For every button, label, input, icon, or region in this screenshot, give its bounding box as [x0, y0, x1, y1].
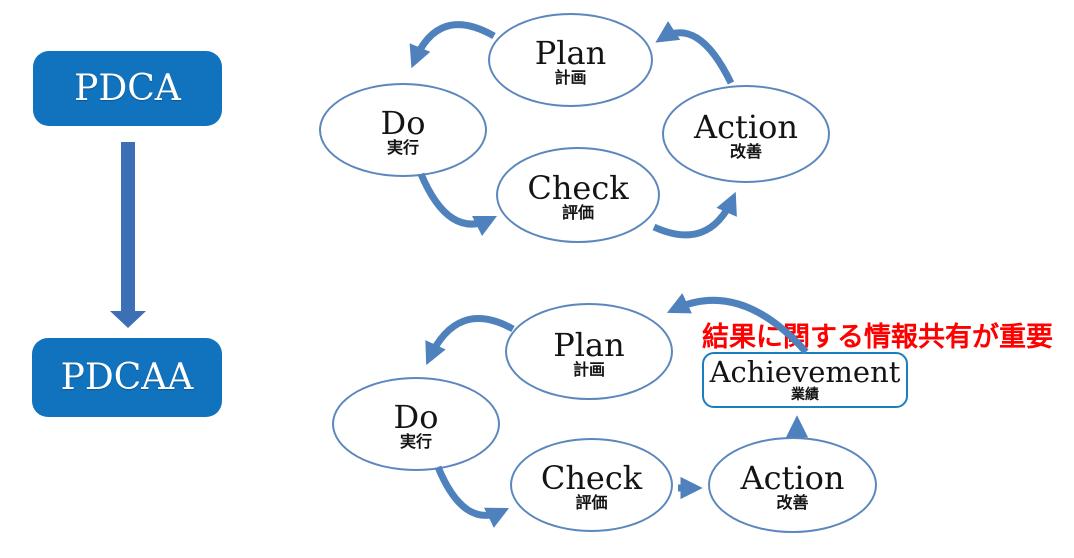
pdca-to-pdcaa-arrow — [110, 142, 146, 328]
pdcaa-check-label: Check — [540, 459, 643, 498]
pdca-do-label: Do — [380, 104, 426, 143]
pdcaa-achievement-label: Achievement — [709, 354, 901, 389]
pdcaa-plan-sublabel: 計画 — [572, 361, 605, 379]
annotation-text: 結果に関する情報共有が重要 — [702, 322, 1053, 352]
pdca-plan-sublabel: 計画 — [554, 70, 587, 88]
pdcaa-title-label: PDCAA — [60, 357, 194, 398]
pdca-do-sublabel: 実行 — [386, 140, 419, 158]
pdcaa-title-box: PDCAA — [32, 338, 222, 417]
pdca-check-label: Check — [527, 169, 629, 208]
pdca-node-check: Check 評価 — [496, 147, 660, 243]
pdca-plan-label: Plan — [534, 34, 607, 73]
pdca-arrow-do-to-check — [417, 172, 498, 237]
pdcaa-arrow-plan-to-do — [425, 315, 515, 366]
pdcaa-action-sublabel: 改善 — [776, 495, 809, 513]
pdcaa-node-check: Check 評価 — [510, 438, 673, 532]
pdcaa-do-sublabel: 実行 — [399, 434, 432, 452]
pdca-arrow-check-to-action — [652, 191, 737, 239]
pdca-action-label: Action — [694, 108, 798, 147]
pdcaa-node-plan: Plan 計画 — [505, 303, 673, 400]
pdcaa-achievement-sublabel: 業績 — [791, 385, 819, 402]
pdca-title-label: PDCA — [74, 68, 181, 109]
pdcaa-check-sublabel: 評価 — [575, 495, 608, 513]
pdcaa-node-achievement: Achievement 業績 — [702, 352, 908, 408]
pdcaa-arrow-do-to-check — [434, 465, 510, 528]
pdca-arrow-action-to-plan — [655, 21, 735, 85]
pdca-node-do: Do 実行 — [319, 83, 487, 177]
pdca-check-sublabel: 評価 — [561, 205, 594, 223]
pdca-node-plan: Plan 計画 — [488, 13, 653, 107]
pdcaa-action-label: Action — [740, 459, 845, 498]
pdca-node-action: Action 改善 — [662, 85, 830, 183]
pdca-arrow-plan-to-do — [409, 21, 496, 69]
pdcaa-node-action: Action 改善 — [708, 437, 877, 533]
pdca-title-box: PDCA — [33, 51, 222, 126]
pdcaa-do-label: Do — [393, 398, 439, 437]
pdcaa-plan-label: Plan — [553, 325, 625, 364]
pdcaa-node-do: Do 実行 — [332, 377, 500, 471]
pdca-action-sublabel: 改善 — [729, 144, 762, 162]
